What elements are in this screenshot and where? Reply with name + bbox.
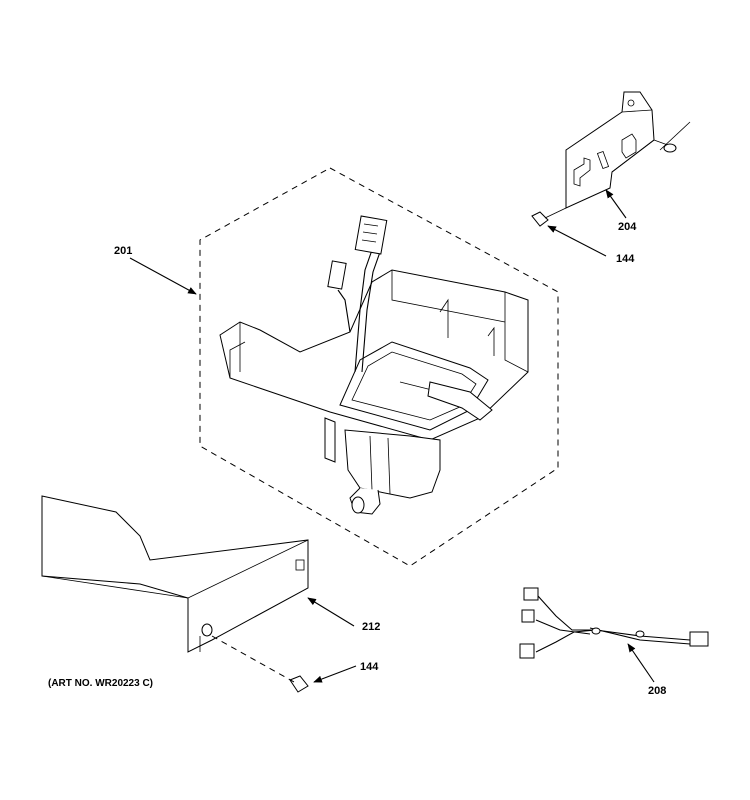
callout-204: 204: [618, 221, 637, 233]
callout-212: 212: [362, 621, 380, 633]
assembly-boundary-201: [199, 167, 559, 567]
leader-144-bottom: [313, 665, 357, 683]
leader-201: [129, 257, 197, 295]
callout-144-top: 144: [616, 253, 635, 265]
callout-201: 201: [114, 245, 132, 257]
leader-204: [605, 189, 627, 219]
bracket-204: [565, 91, 691, 209]
cover-212: [41, 495, 309, 653]
screw-144-bottom: [211, 635, 309, 693]
screw-144-top: [531, 207, 567, 227]
drain-pump-assembly: [219, 215, 529, 515]
leader-212: [307, 597, 355, 627]
leader-208: [627, 643, 655, 683]
art-number: (ART NO. WR20223 C): [48, 678, 153, 689]
leader-144-top: [547, 225, 607, 257]
callout-208: 208: [648, 685, 666, 697]
callout-144-bottom: 144: [360, 661, 379, 673]
wire-harness-208: [519, 587, 709, 659]
